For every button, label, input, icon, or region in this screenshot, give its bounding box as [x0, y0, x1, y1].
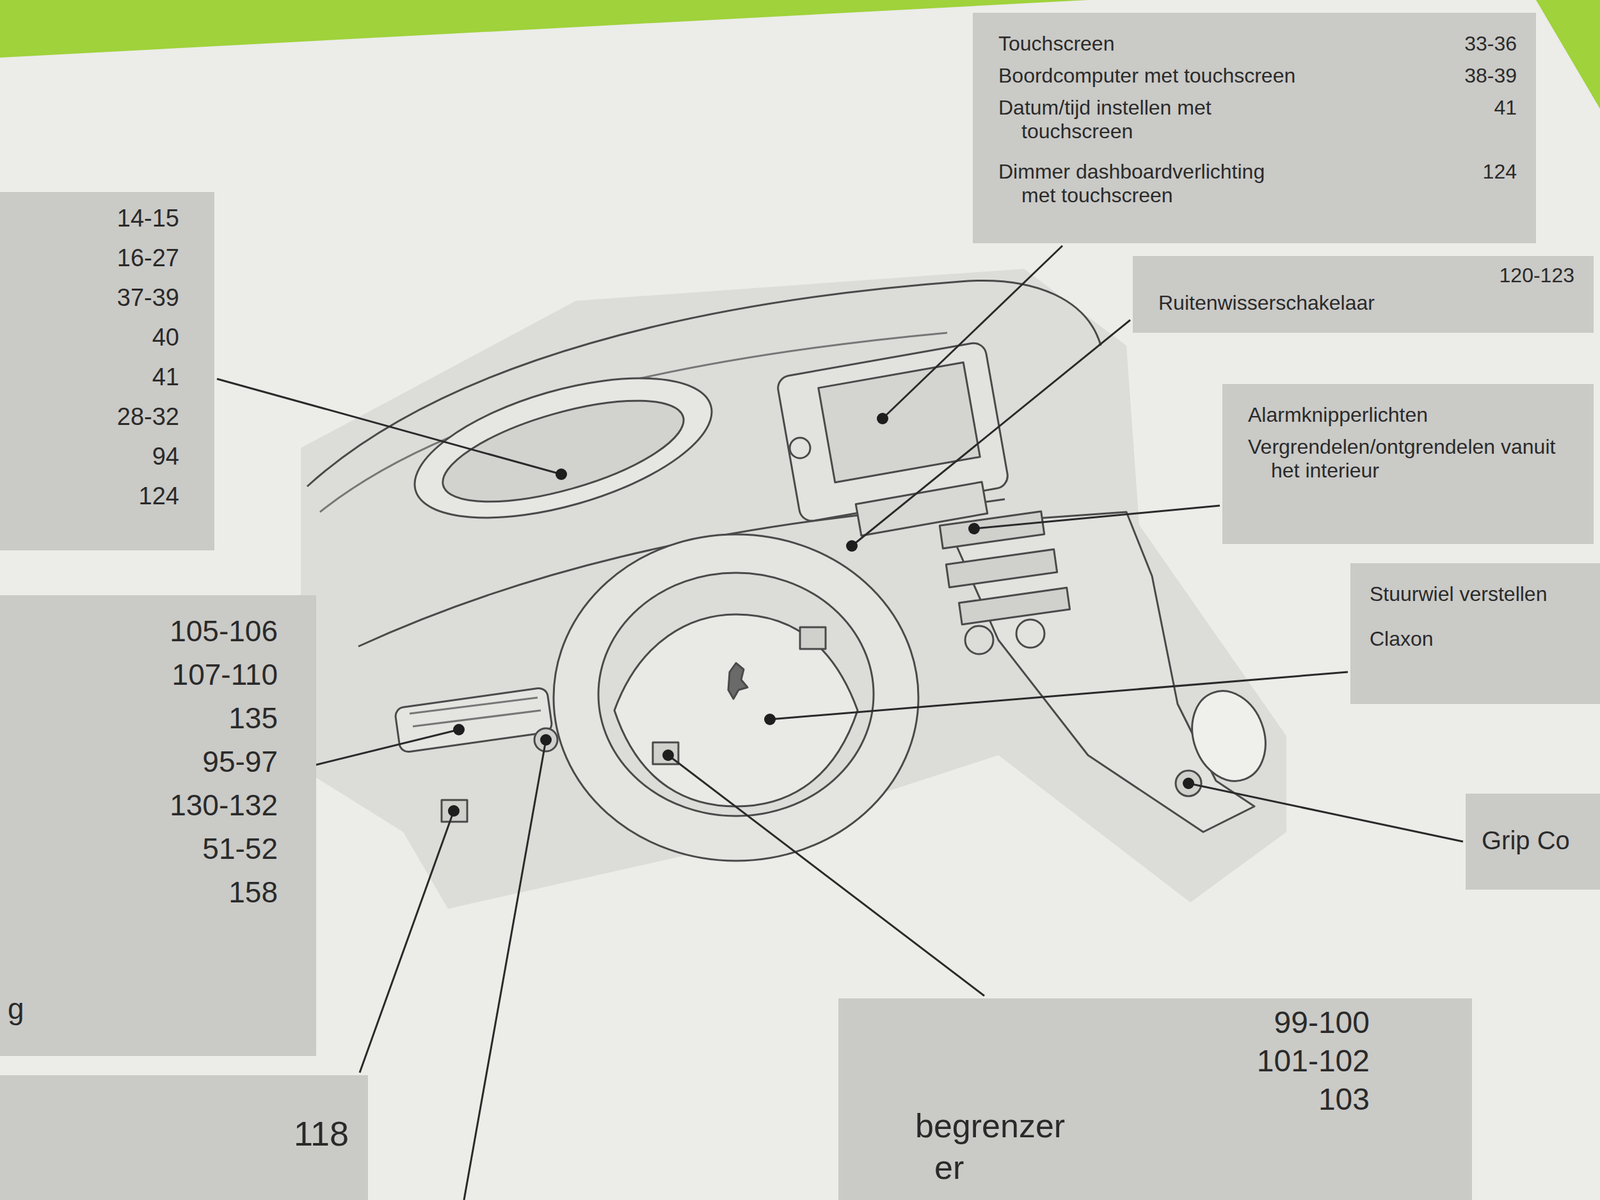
callout-box: Touchscreen 33-36Boordcomputer met touchs…	[972, 12, 1536, 244]
part-label: g	[7, 992, 25, 1026]
dashboard-drawing	[307, 280, 1278, 861]
part-label: begrenzer	[915, 1107, 1065, 1146]
page-number: 105-106	[169, 614, 278, 649]
page-reference-box: 14-15 16-27 37-39 40 41 28-32 94 124	[0, 192, 215, 551]
page-number: 135	[228, 701, 278, 736]
page-number: 41	[1493, 96, 1517, 120]
page-number: 40	[152, 323, 180, 352]
part-label: Touchscreen	[998, 32, 1115, 56]
page-number: 38-39	[1464, 64, 1517, 88]
page-number: 28-32	[117, 403, 180, 432]
page-number: 14-15	[117, 204, 180, 233]
page-number: 158	[228, 875, 278, 910]
part-label: Vergrendelen/ontgrendelen vanuit het int…	[1248, 435, 1568, 483]
page-number: 99-100	[1274, 1004, 1370, 1040]
table-background	[1536, 0, 1600, 109]
callout-box: Grip Co	[1465, 793, 1600, 890]
illustration-panel	[300, 268, 1287, 909]
part-label: Stuurwiel verstellen	[1369, 582, 1547, 607]
callout-box: Ruitenwisserschakelaar 120-123	[1132, 256, 1594, 333]
page-number: 94	[152, 442, 180, 472]
part-label: Ruitenwisserschakelaar	[1158, 291, 1375, 315]
part-label: Dimmer dashboardverlichting met touchscr…	[998, 160, 1287, 208]
callout-box: AlarmknipperlichtenVergrendelen/ontgrend…	[1222, 384, 1594, 544]
part-label: Claxon	[1369, 627, 1434, 651]
part-label: Alarmknipperlichten	[1248, 403, 1428, 427]
page-reference-box: 105-106 107-110 135 95-97 130-132 51-52 158 g	[0, 595, 317, 1056]
page-number: 107-110	[172, 657, 278, 692]
page-number: 124	[1482, 160, 1517, 184]
page-number: 118	[293, 1113, 349, 1154]
callout-box: begrenzerer 99-100101-102103	[838, 998, 1472, 1200]
callout-box: Stuurwiel verstellenClaxon	[1350, 563, 1600, 704]
leader-dots	[448, 412, 1195, 817]
page-reference-box: 118	[0, 1075, 368, 1200]
part-label: Boordcomputer met touchscreen	[998, 64, 1296, 88]
table-background	[0, 0, 1088, 58]
page-number: 51-52	[202, 832, 278, 866]
page-number: 130-132	[169, 788, 278, 823]
page-number: 120-123	[1499, 263, 1575, 288]
page-number: 37-39	[117, 284, 180, 313]
page-number: 103	[1318, 1081, 1370, 1117]
page-number: 33-36	[1464, 32, 1517, 56]
page-number: 124	[138, 482, 180, 511]
part-label: Grip Co	[1481, 825, 1570, 856]
page-number: 101-102	[1256, 1043, 1370, 1079]
part-label: Datum/tijd instellen met touchscreen	[998, 96, 1287, 144]
part-label: er	[934, 1148, 964, 1188]
page-number: 16-27	[117, 244, 180, 273]
page-number: 95-97	[202, 744, 278, 779]
page-number: 41	[152, 363, 180, 392]
